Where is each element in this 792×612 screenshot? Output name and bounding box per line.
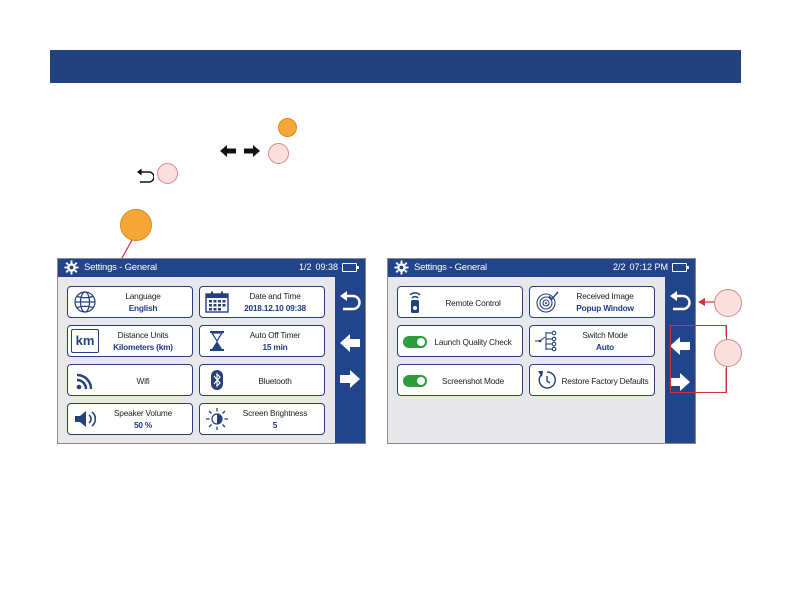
header-banner (50, 50, 741, 83)
tile-switch-mode[interactable]: Switch Mode Auto (529, 325, 655, 357)
tile-received-image[interactable]: Received Image Popup Window (529, 286, 655, 318)
title-bar: Settings - General 2/2 07:12 PM (388, 259, 695, 277)
callout-pink (714, 289, 742, 317)
tile-label: Remote Control (445, 298, 501, 308)
tile-value: 15 min (262, 342, 288, 352)
hourglass-icon (210, 331, 224, 351)
tile-language[interactable]: Language English (67, 286, 193, 318)
tile-value: 50 % (133, 420, 153, 430)
tile-value: Auto (595, 342, 615, 352)
screen-title: Settings - General (414, 262, 487, 273)
tile-label: Restore Factory Defaults (561, 376, 649, 386)
page-indicator: 2/2 (612, 262, 626, 272)
brightness-icon (206, 408, 228, 430)
status-area: 2/2 07:12 PM (612, 262, 689, 272)
tile-label: Launch Quality Check (434, 337, 512, 347)
previous-page-button[interactable] (669, 335, 691, 357)
tile-label: Screen Brightness (242, 408, 308, 418)
tile-auto-off-timer[interactable]: Auto Off Timer 15 min (199, 325, 325, 357)
arrow-left-right-icon (219, 144, 261, 160)
settings-grid: Remote Control Received Image Popup Wind… (388, 277, 668, 443)
tile-label: Date and Time (249, 291, 301, 301)
back-button[interactable] (339, 291, 361, 313)
tile-screen-brightness[interactable]: Screen Brightness 5 (199, 403, 325, 435)
tile-launch-quality-check[interactable]: Launch Quality Check (397, 325, 523, 357)
device-screen-page-1: Settings - General 1/2 09:38 Language En… (57, 258, 366, 444)
tile-value: English (128, 303, 158, 313)
callout-pink (714, 339, 742, 367)
battery-icon (672, 262, 689, 272)
nav-column (335, 277, 365, 443)
tile-screenshot-mode[interactable]: Screenshot Mode (397, 364, 523, 396)
callout-pink (268, 143, 289, 164)
speaker-icon (75, 411, 97, 427)
next-page-button[interactable] (339, 368, 361, 390)
tile-date-and-time[interactable]: Date and Time 2018.12.10 09:38 (199, 286, 325, 318)
tile-label: Distance Units (117, 330, 169, 340)
globe-icon (74, 291, 96, 313)
back-icon (136, 168, 155, 186)
bluetooth-icon (211, 370, 223, 390)
switch-icon (535, 330, 557, 352)
remote-icon (409, 292, 421, 313)
tile-value: Kilometers (km) (113, 342, 173, 352)
tile-value: 5 (272, 420, 278, 430)
callout-pink (157, 163, 178, 184)
toggle-on-icon[interactable] (403, 375, 427, 387)
screen-title: Settings - General (84, 262, 157, 273)
tile-label: Wifi (136, 376, 150, 386)
wifi-icon (76, 373, 93, 390)
tile-label: Language (125, 291, 161, 301)
tile-label: Switch Mode (582, 330, 628, 340)
device-screen-page-2: Settings - General 2/2 07:12 PM Remote C… (387, 258, 696, 444)
settings-grid: Language English Date and Time 2018.12.1… (58, 277, 338, 443)
gear-icon (64, 260, 79, 275)
page-indicator: 1/2 (298, 262, 312, 272)
status-area: 1/2 09:38 (298, 262, 359, 272)
tile-speaker-volume[interactable]: Speaker Volume 50 % (67, 403, 193, 435)
tile-label: Auto Off Timer (249, 330, 301, 340)
tile-distance-units[interactable]: km Distance Units Kilometers (km) (67, 325, 193, 357)
toggle-on-icon[interactable] (403, 336, 427, 348)
title-bar: Settings - General 1/2 09:38 (58, 259, 365, 277)
restore-icon (538, 371, 556, 389)
callout-orange (120, 209, 152, 241)
tile-value: 2018.12.10 09:38 (244, 303, 306, 313)
calendar-icon (205, 291, 229, 313)
tile-label: Bluetooth (258, 376, 292, 386)
tile-wifi[interactable]: Wifi (67, 364, 193, 396)
received-image-icon (536, 291, 559, 313)
clock: 09:38 (315, 262, 338, 272)
next-page-button[interactable] (669, 371, 691, 393)
tile-label: Speaker Volume (113, 408, 173, 418)
tile-remote-control[interactable]: Remote Control (397, 286, 523, 318)
battery-icon (342, 262, 359, 272)
callout-orange (278, 118, 297, 137)
tile-bluetooth[interactable]: Bluetooth (199, 364, 325, 396)
tile-value: Popup Window (576, 303, 634, 313)
tile-label: Received Image (576, 291, 634, 301)
tile-restore-factory-defaults[interactable]: Restore Factory Defaults (529, 364, 655, 396)
clock: 07:12 PM (629, 262, 668, 272)
tile-label: Screenshot Mode (441, 376, 505, 386)
km-icon: km (71, 329, 99, 353)
back-button[interactable] (669, 291, 691, 313)
previous-page-button[interactable] (339, 332, 361, 354)
gear-icon (394, 260, 409, 275)
